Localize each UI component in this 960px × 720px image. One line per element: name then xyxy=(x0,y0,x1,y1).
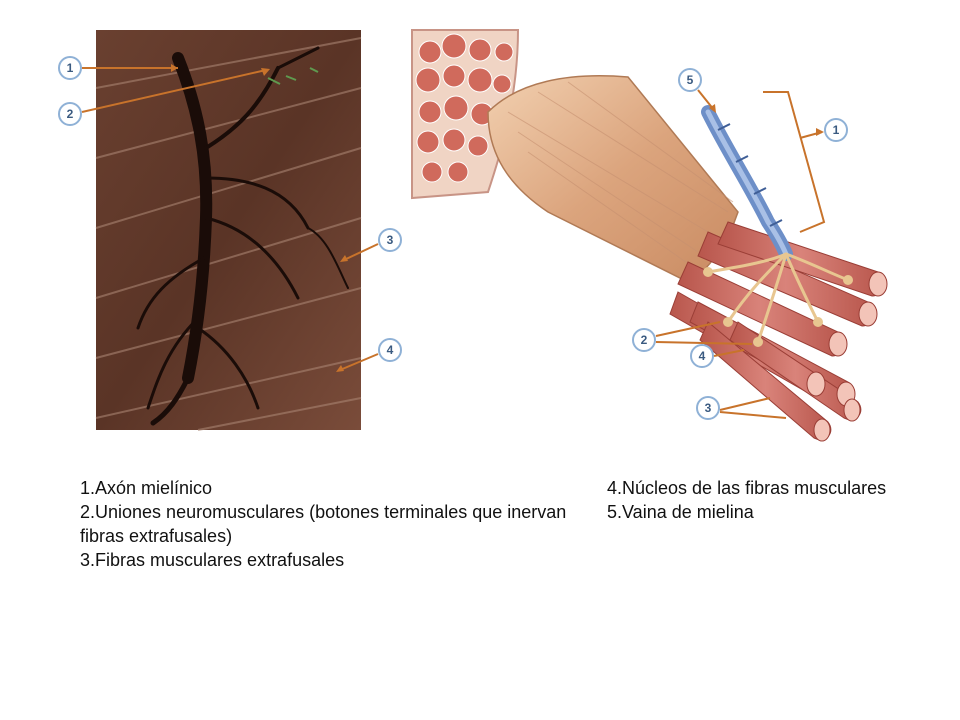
legend-item-4: 4.Núcleos de las fibras musculares xyxy=(607,478,887,498)
muscle-illustration: 5 1 2 4 3 xyxy=(411,29,888,442)
synaptic-boutons xyxy=(703,267,853,347)
legend-item-5: 5.Vaina de mielina xyxy=(607,502,754,522)
callout-arrow xyxy=(655,341,753,345)
callout-arrow xyxy=(343,243,379,261)
callout-arrow xyxy=(713,349,745,357)
terminal-branches xyxy=(706,252,850,344)
callout-4: 4 xyxy=(336,338,402,372)
callout-label: 4 xyxy=(387,343,394,357)
micrograph-image xyxy=(96,30,361,430)
legend-left: 1.Axón mielínico 2.Uniones neuromuscular… xyxy=(80,476,600,572)
callout-arrow xyxy=(719,397,771,411)
callout-1: 1 xyxy=(58,56,178,80)
legend-item-1: 1.Axón mielínico xyxy=(80,478,213,498)
callout-label: 3 xyxy=(387,233,394,247)
callout-label: 3 xyxy=(705,401,712,415)
callout-label: 5 xyxy=(687,73,694,87)
legend-right: 4.Núcleos de las fibras musculares 5.Vai… xyxy=(607,476,927,524)
nerve-axon-branches xyxy=(136,46,349,426)
muscle-fiber-striations xyxy=(95,37,362,431)
callout-label: 2 xyxy=(641,333,648,347)
callout-3: 3 xyxy=(340,228,402,262)
callout-arrow xyxy=(719,411,787,419)
callout-arrow xyxy=(655,321,721,337)
callout-2-right: 2 xyxy=(632,321,753,352)
sheath-texture xyxy=(507,81,734,268)
callout-5: 5 xyxy=(678,68,716,113)
callout-label: 2 xyxy=(67,107,74,121)
callout-label: 1 xyxy=(67,61,74,75)
micrograph-figure: 1 2 3 4 xyxy=(58,30,402,431)
callout-label: 4 xyxy=(699,349,706,363)
illustration-panel: 5 1 2 4 3 xyxy=(408,22,908,452)
callout-3-right: 3 xyxy=(696,396,787,420)
callout-label: 1 xyxy=(833,123,840,137)
callout-4-right: 4 xyxy=(690,344,745,368)
callout-2: 2 xyxy=(58,68,270,126)
axon-bracket xyxy=(763,91,826,233)
callout-arrow xyxy=(339,353,379,371)
legend-item-3: 3.Fibras musculares extrafusales xyxy=(80,550,345,570)
legend-item-2: 2.Uniones neuromusculares (botones termi… xyxy=(80,502,567,546)
callout-1-right: 1 xyxy=(799,118,848,142)
callout-arrow xyxy=(81,69,267,113)
micrograph-panel: 1 2 3 4 xyxy=(48,28,418,438)
myelinated-axon xyxy=(701,105,793,261)
terminal-markers xyxy=(267,67,319,85)
